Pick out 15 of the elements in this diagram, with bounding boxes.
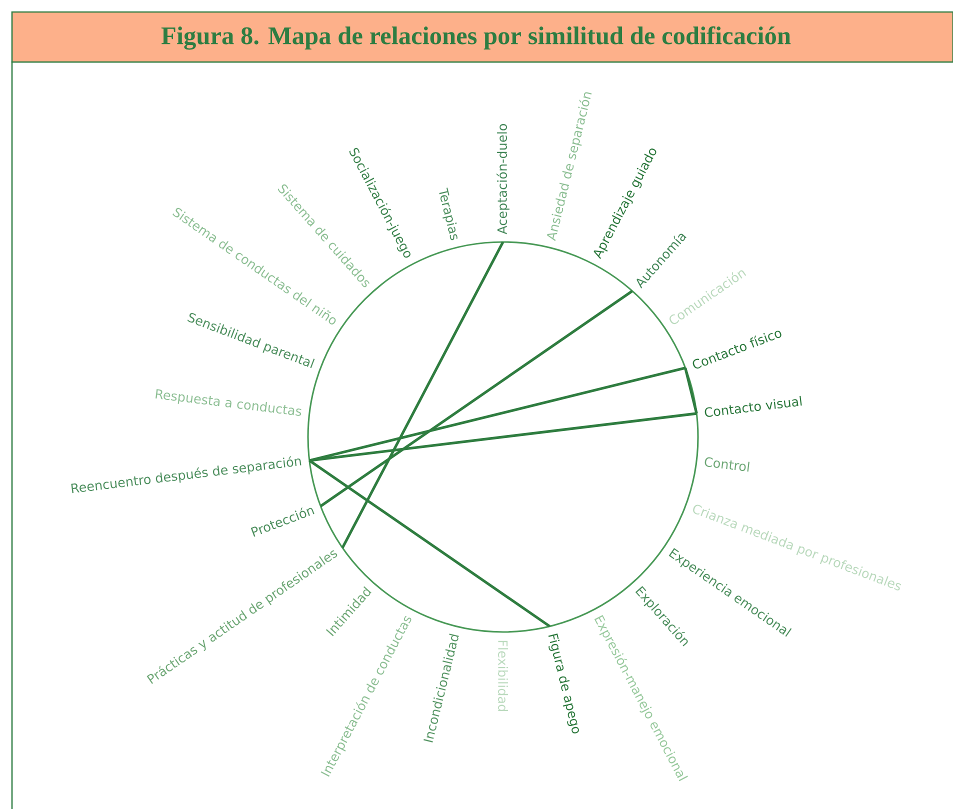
title-banner: Figura 8. Mapa de relaciones por similitud de codificación (11, 11, 953, 63)
code-label: Contacto visual (704, 396, 802, 417)
relation-line (341, 241, 504, 548)
code-label: Reencuentro después de separación (71, 456, 302, 494)
relation-line (309, 366, 686, 462)
relation-line (308, 459, 550, 628)
code-label: Terapias (439, 188, 458, 240)
code-label: Respuesta a conductas (156, 389, 302, 416)
relation-line (309, 412, 697, 462)
code-label: Figura de apego (548, 634, 579, 734)
code-label: Aceptación-duelo (496, 124, 510, 234)
relation-line (320, 290, 634, 508)
code-label: Control (704, 457, 750, 472)
relation-line (684, 368, 698, 414)
code-label: Flexibilidad (498, 640, 508, 712)
